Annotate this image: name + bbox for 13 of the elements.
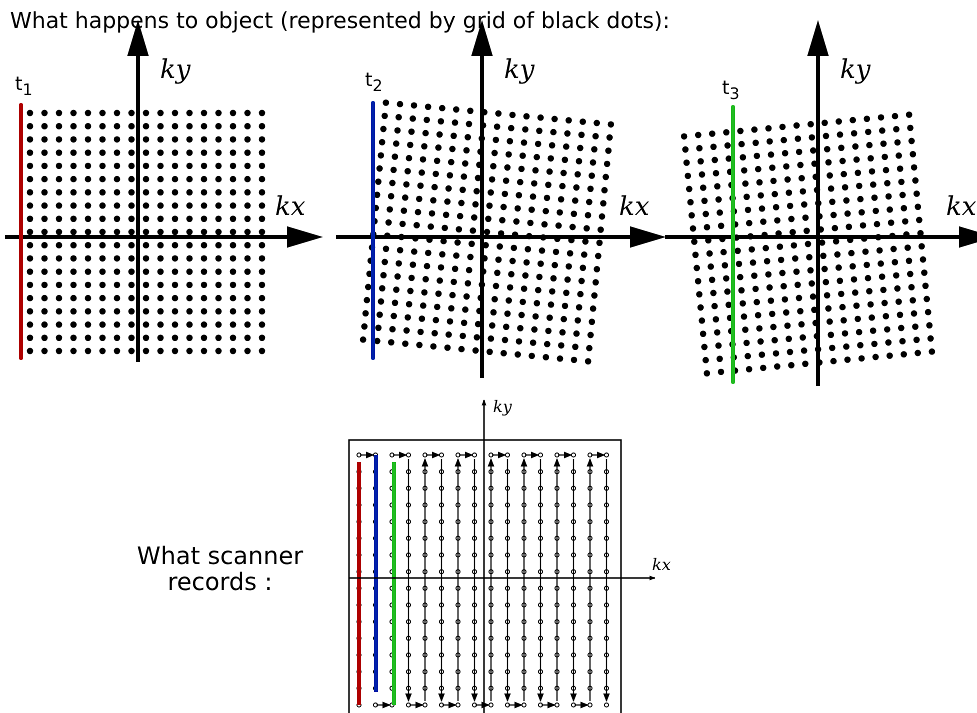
title-text: What happens to object (represented by grid of black dots):	[10, 10, 670, 34]
axis-label: kx	[619, 193, 650, 222]
axis-label: kx	[652, 556, 671, 574]
time-label: t$_{3}$	[722, 78, 740, 102]
axis-label: ky	[493, 398, 512, 416]
axis-label: kx	[275, 193, 306, 222]
axis-label: ky	[160, 56, 190, 85]
axis-label: kx	[946, 193, 976, 222]
axis-label: ky	[840, 56, 870, 85]
time-label: t$_{1}$	[15, 74, 33, 98]
axis-label: ky	[504, 56, 534, 85]
time-label: t$_{2}$	[365, 70, 383, 94]
caption-text: What scanner records :	[136, 543, 304, 596]
